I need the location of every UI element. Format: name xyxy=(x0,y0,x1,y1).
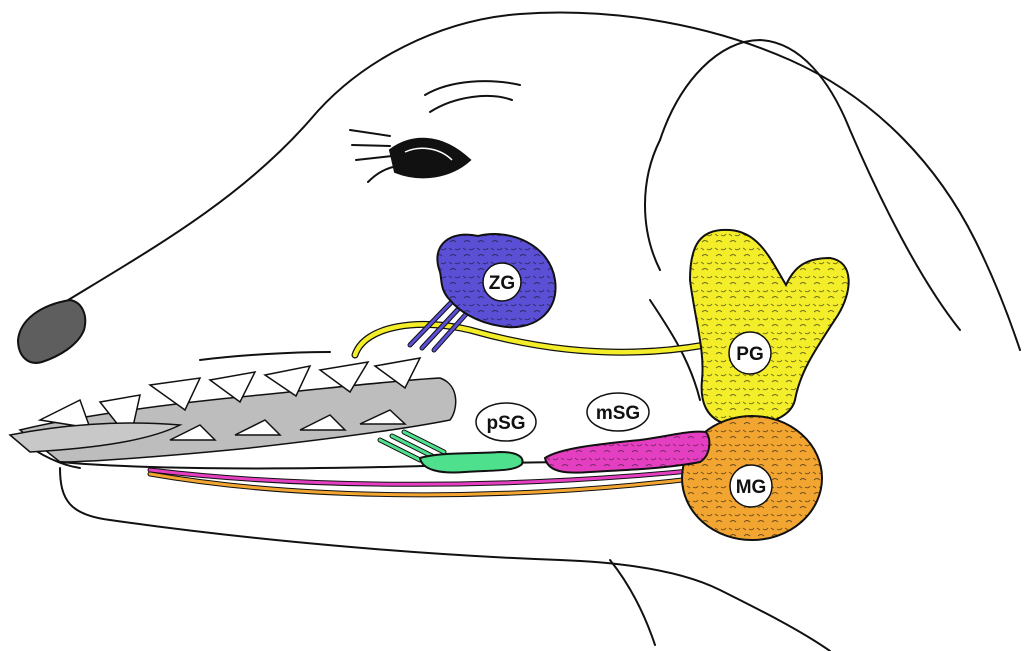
nose-icon xyxy=(16,298,87,364)
dog-head-outline xyxy=(19,11,1021,651)
label-pg-text: PG xyxy=(736,344,763,365)
label-zg: ZG xyxy=(482,262,522,302)
parotid-gland xyxy=(688,228,850,427)
salivary-ducts xyxy=(147,282,709,498)
label-mg: MG xyxy=(729,464,773,508)
monostomatic-sublingual-gland xyxy=(543,430,711,474)
polystomatic-sublingual-gland xyxy=(418,450,524,474)
label-msg: mSG xyxy=(586,392,650,432)
label-psg-text: pSG xyxy=(486,413,525,434)
label-psg: pSG xyxy=(475,402,537,442)
label-pg: PG xyxy=(728,331,772,375)
label-msg-text: mSG xyxy=(596,403,640,424)
eye-icon xyxy=(388,137,472,179)
label-zg-text: ZG xyxy=(489,273,515,294)
tongue xyxy=(8,422,183,453)
label-mg-text: MG xyxy=(736,477,767,498)
